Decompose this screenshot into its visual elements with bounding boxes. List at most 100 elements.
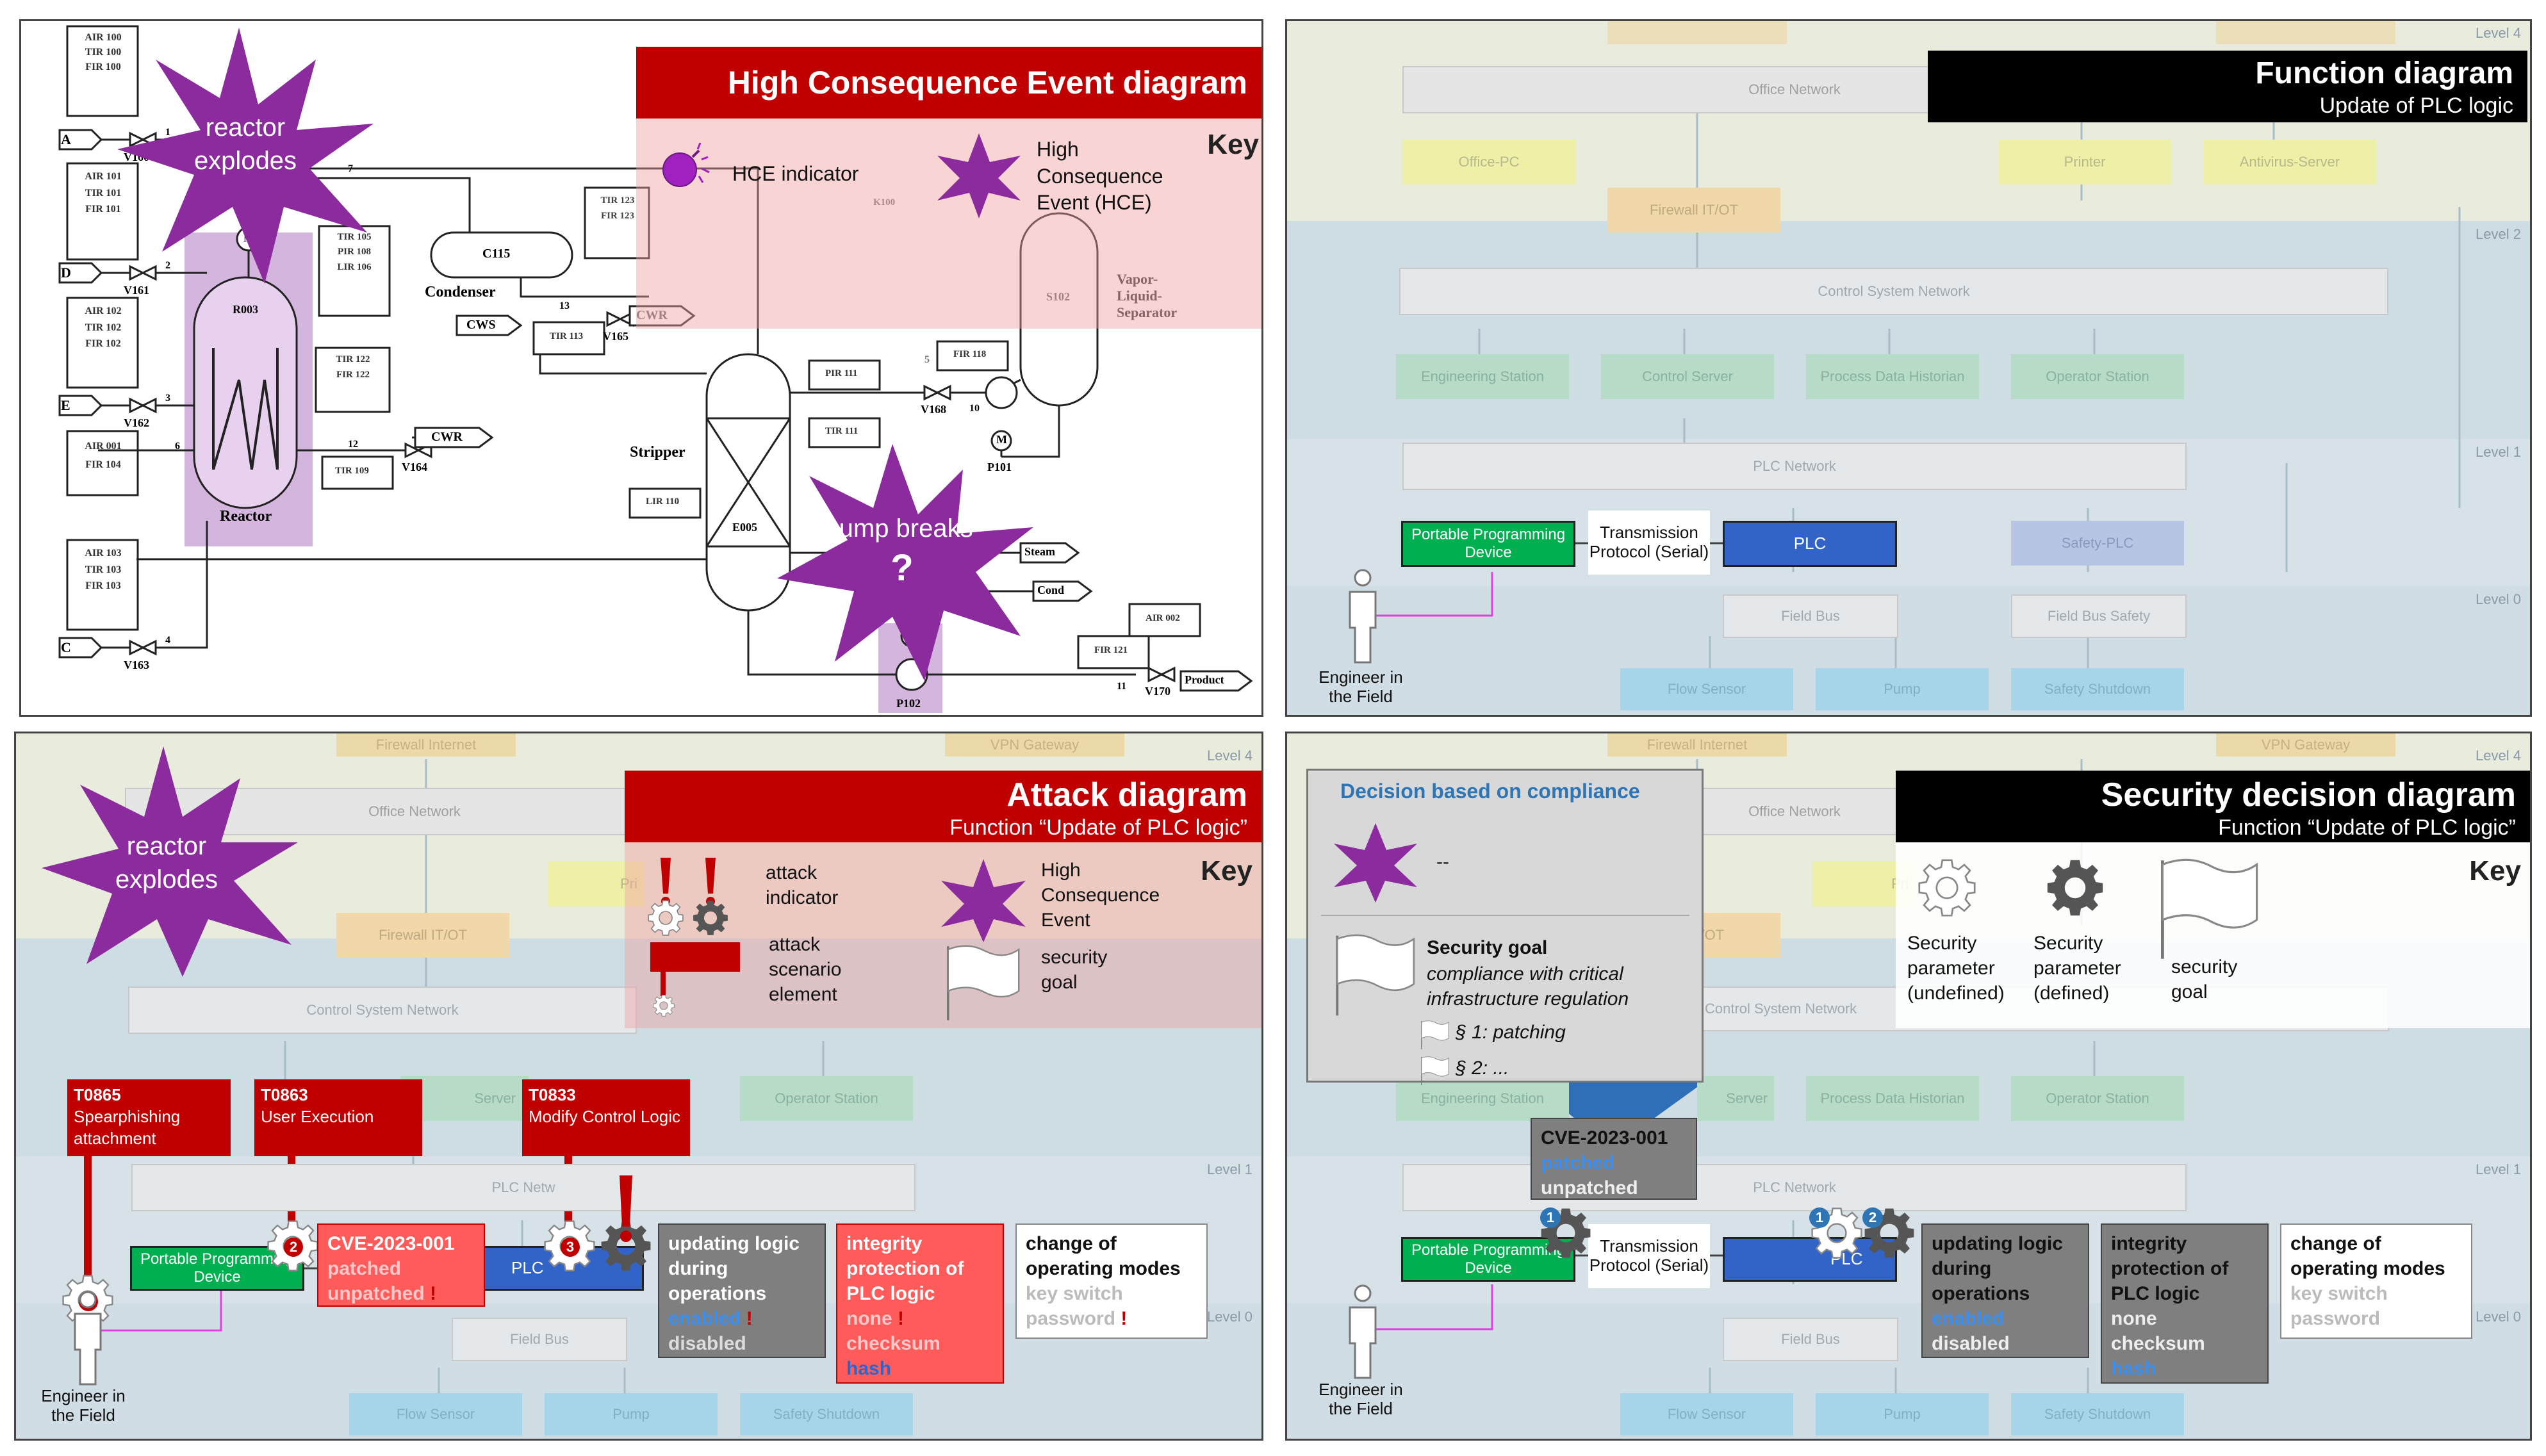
sec-flow-sensor: Flow Sensor (1620, 1393, 1793, 1436)
hce-key-indicator-label: HCE indicator (732, 162, 859, 185)
hce-star-reactor-label: reactor explodes (193, 113, 297, 175)
func-safety-plc: Safety-PLC (2011, 521, 2184, 566)
sec-cve-box[interactable]: CVE-2023-001 patched unpatched (1531, 1118, 1697, 1200)
attack-updating-box[interactable]: updating logic during operations enabled… (658, 1223, 826, 1358)
pid-stream-6: 6 (175, 441, 180, 452)
pid-condenser-label: Condenser (425, 284, 496, 300)
attack-indicator-exclaim-icon (620, 1175, 632, 1242)
func-plc-network: PLC Network (1402, 443, 2187, 490)
hce-panel: A D E C V160 V161 V162 V163 V164 V165 V1… (19, 19, 1263, 717)
function-panel: Level 4 Level 2 Level 1 Level 0 Office N… (1285, 19, 2532, 717)
pid-valve-v165: V165 (603, 330, 628, 343)
pid-cond: Cond (1037, 584, 1065, 596)
attack-printer: Pri (548, 862, 644, 906)
attack-key-scenario-label: attack scenario element (769, 934, 842, 1005)
sec-safety-shutdown: Safety Shutdown (2011, 1393, 2184, 1436)
attack-csn: Control System Network (128, 986, 637, 1034)
func-control-server: Control Server (1601, 354, 1774, 399)
sec-historian: Process Data Historian (1806, 1076, 1979, 1121)
pid-feed-e: E (61, 397, 70, 413)
sec-control-server: Server (1697, 1076, 1774, 1121)
sec-key-goal-label: security goal (2171, 956, 2238, 1002)
pid-valve-v163: V163 (124, 658, 149, 671)
pid-product: Product (1185, 673, 1224, 686)
func-pump: Pump (1816, 668, 1989, 710)
pid-stripper-label: Stripper (630, 444, 686, 461)
sec-modes-box[interactable]: change of operating modes key switch pas… (2280, 1223, 2472, 1339)
attack-vpn-gateway: VPN Gateway (945, 733, 1124, 757)
sec-key-gear-def-label: Security parameter (defined) (2033, 933, 2121, 1004)
hce-key-area (636, 111, 1261, 329)
sec-title: Security decision diagram Function “Upda… (1896, 771, 2530, 842)
hce-indicator-icon (662, 143, 710, 187)
pid-stream-13: 13 (559, 300, 570, 311)
func-level2-band: Level 2 (1287, 221, 2530, 439)
sec-plc-network: PLC Network (1402, 1164, 2187, 1211)
sec-engineer-icon (1343, 1284, 1382, 1380)
attack-key-indicator-icon (648, 858, 728, 936)
attack-badge-2: 2 (284, 1238, 303, 1257)
hce-star-pump-question: ? (891, 547, 914, 589)
sec-integrity-box[interactable]: integrity protection of PLC logic none c… (2101, 1223, 2269, 1384)
sec-pump: Pump (1816, 1393, 1989, 1436)
pid-valve-v168: V168 (921, 403, 946, 416)
sec-firewall-internet: Firewall Internet (1607, 733, 1787, 757)
sec-updating-box[interactable]: updating logic during operations enabled… (1921, 1223, 2089, 1358)
attack-key-goal-icon (945, 945, 1022, 1022)
attack-panel: Level 4 Level 1 Level 0 Firewall Interne… (14, 732, 1263, 1441)
attack-flow-sensor: Flow Sensor (349, 1393, 522, 1436)
sec-callout-p2-flag-icon (1420, 1056, 1450, 1086)
pid-valve-v164: V164 (402, 461, 427, 473)
pid-instr-9: LIR 110 (646, 496, 680, 507)
sec-key-goal-icon (2158, 858, 2261, 961)
pid-stream-7: 7 (348, 163, 353, 174)
func-engineer-link (1364, 572, 1493, 617)
pid-cws: CWS (466, 318, 496, 332)
sec-callout-dash: -- (1436, 851, 1449, 872)
pid-steam: Steam (1024, 545, 1055, 558)
sec-badge-1a: 1 (1540, 1207, 1561, 1228)
pid-feed-d: D (61, 265, 71, 281)
func-office-pc: Office-PC (1402, 140, 1575, 184)
pid-instr-7: TIR 111 (825, 426, 858, 436)
sec-badge-1b: 1 (1809, 1207, 1830, 1228)
pid-pump-p101-motor: M (996, 433, 1007, 446)
attack-cve-box[interactable]: CVE-2023-001 patched unpatched ! (317, 1223, 485, 1307)
attack-key-goal-label: security goal (1041, 947, 1108, 993)
attack-integrity-box[interactable]: integrity protection of PLC logic none !… (836, 1223, 1004, 1384)
func-plc[interactable]: PLC (1723, 521, 1897, 567)
pid-pump-p101: P101 (987, 461, 1012, 473)
attack-operator: Operator Station (740, 1076, 913, 1121)
sec-plc[interactable]: PLC (1723, 1237, 1897, 1282)
hce-key-star-icon (937, 133, 1021, 218)
hce-title: High Consequence Event diagram (636, 47, 1261, 119)
func-field-bus-safety: Field Bus Safety (2011, 594, 2187, 638)
sec-callout-p2: § 2: ... (1456, 1058, 1509, 1079)
pid-stream-2: 2 (165, 260, 170, 271)
pid-cwr: CWR (431, 430, 463, 444)
sec-callout-title: Decision based on compliance (1340, 780, 1640, 803)
sec-portable-device[interactable]: Portable Programming Device (1401, 1237, 1575, 1282)
sec-eng-station: Engineering Station (1396, 1076, 1569, 1121)
attack-key-hce-label: High Consequence Event (1041, 860, 1160, 931)
attack-modes-box[interactable]: change of operating modes key switch pas… (1015, 1223, 1208, 1339)
sec-vpn-gateway: VPN Gateway (2216, 733, 2395, 757)
func-engineer-label: Engineer in the Field (1318, 667, 1403, 706)
func-printer: Printer (1998, 140, 2171, 184)
attack-key-indicator-label: attack indicator (766, 862, 839, 908)
attack-plc-network: PLC Netw (131, 1164, 916, 1211)
pid-valve-v161: V161 (124, 284, 149, 297)
attack-key-label: Key (1201, 855, 1252, 887)
pid-stream-3: 3 (165, 393, 170, 404)
func-portable-device[interactable]: Portable Programming Device (1401, 521, 1575, 567)
sec-callout-goal-desc: compliance with critical infrastructure … (1427, 963, 1629, 1010)
pid-stream-10: 10 (969, 403, 980, 414)
pid-condenser-id: C115 (482, 247, 511, 261)
pid-pump-p102: P102 (896, 697, 921, 710)
